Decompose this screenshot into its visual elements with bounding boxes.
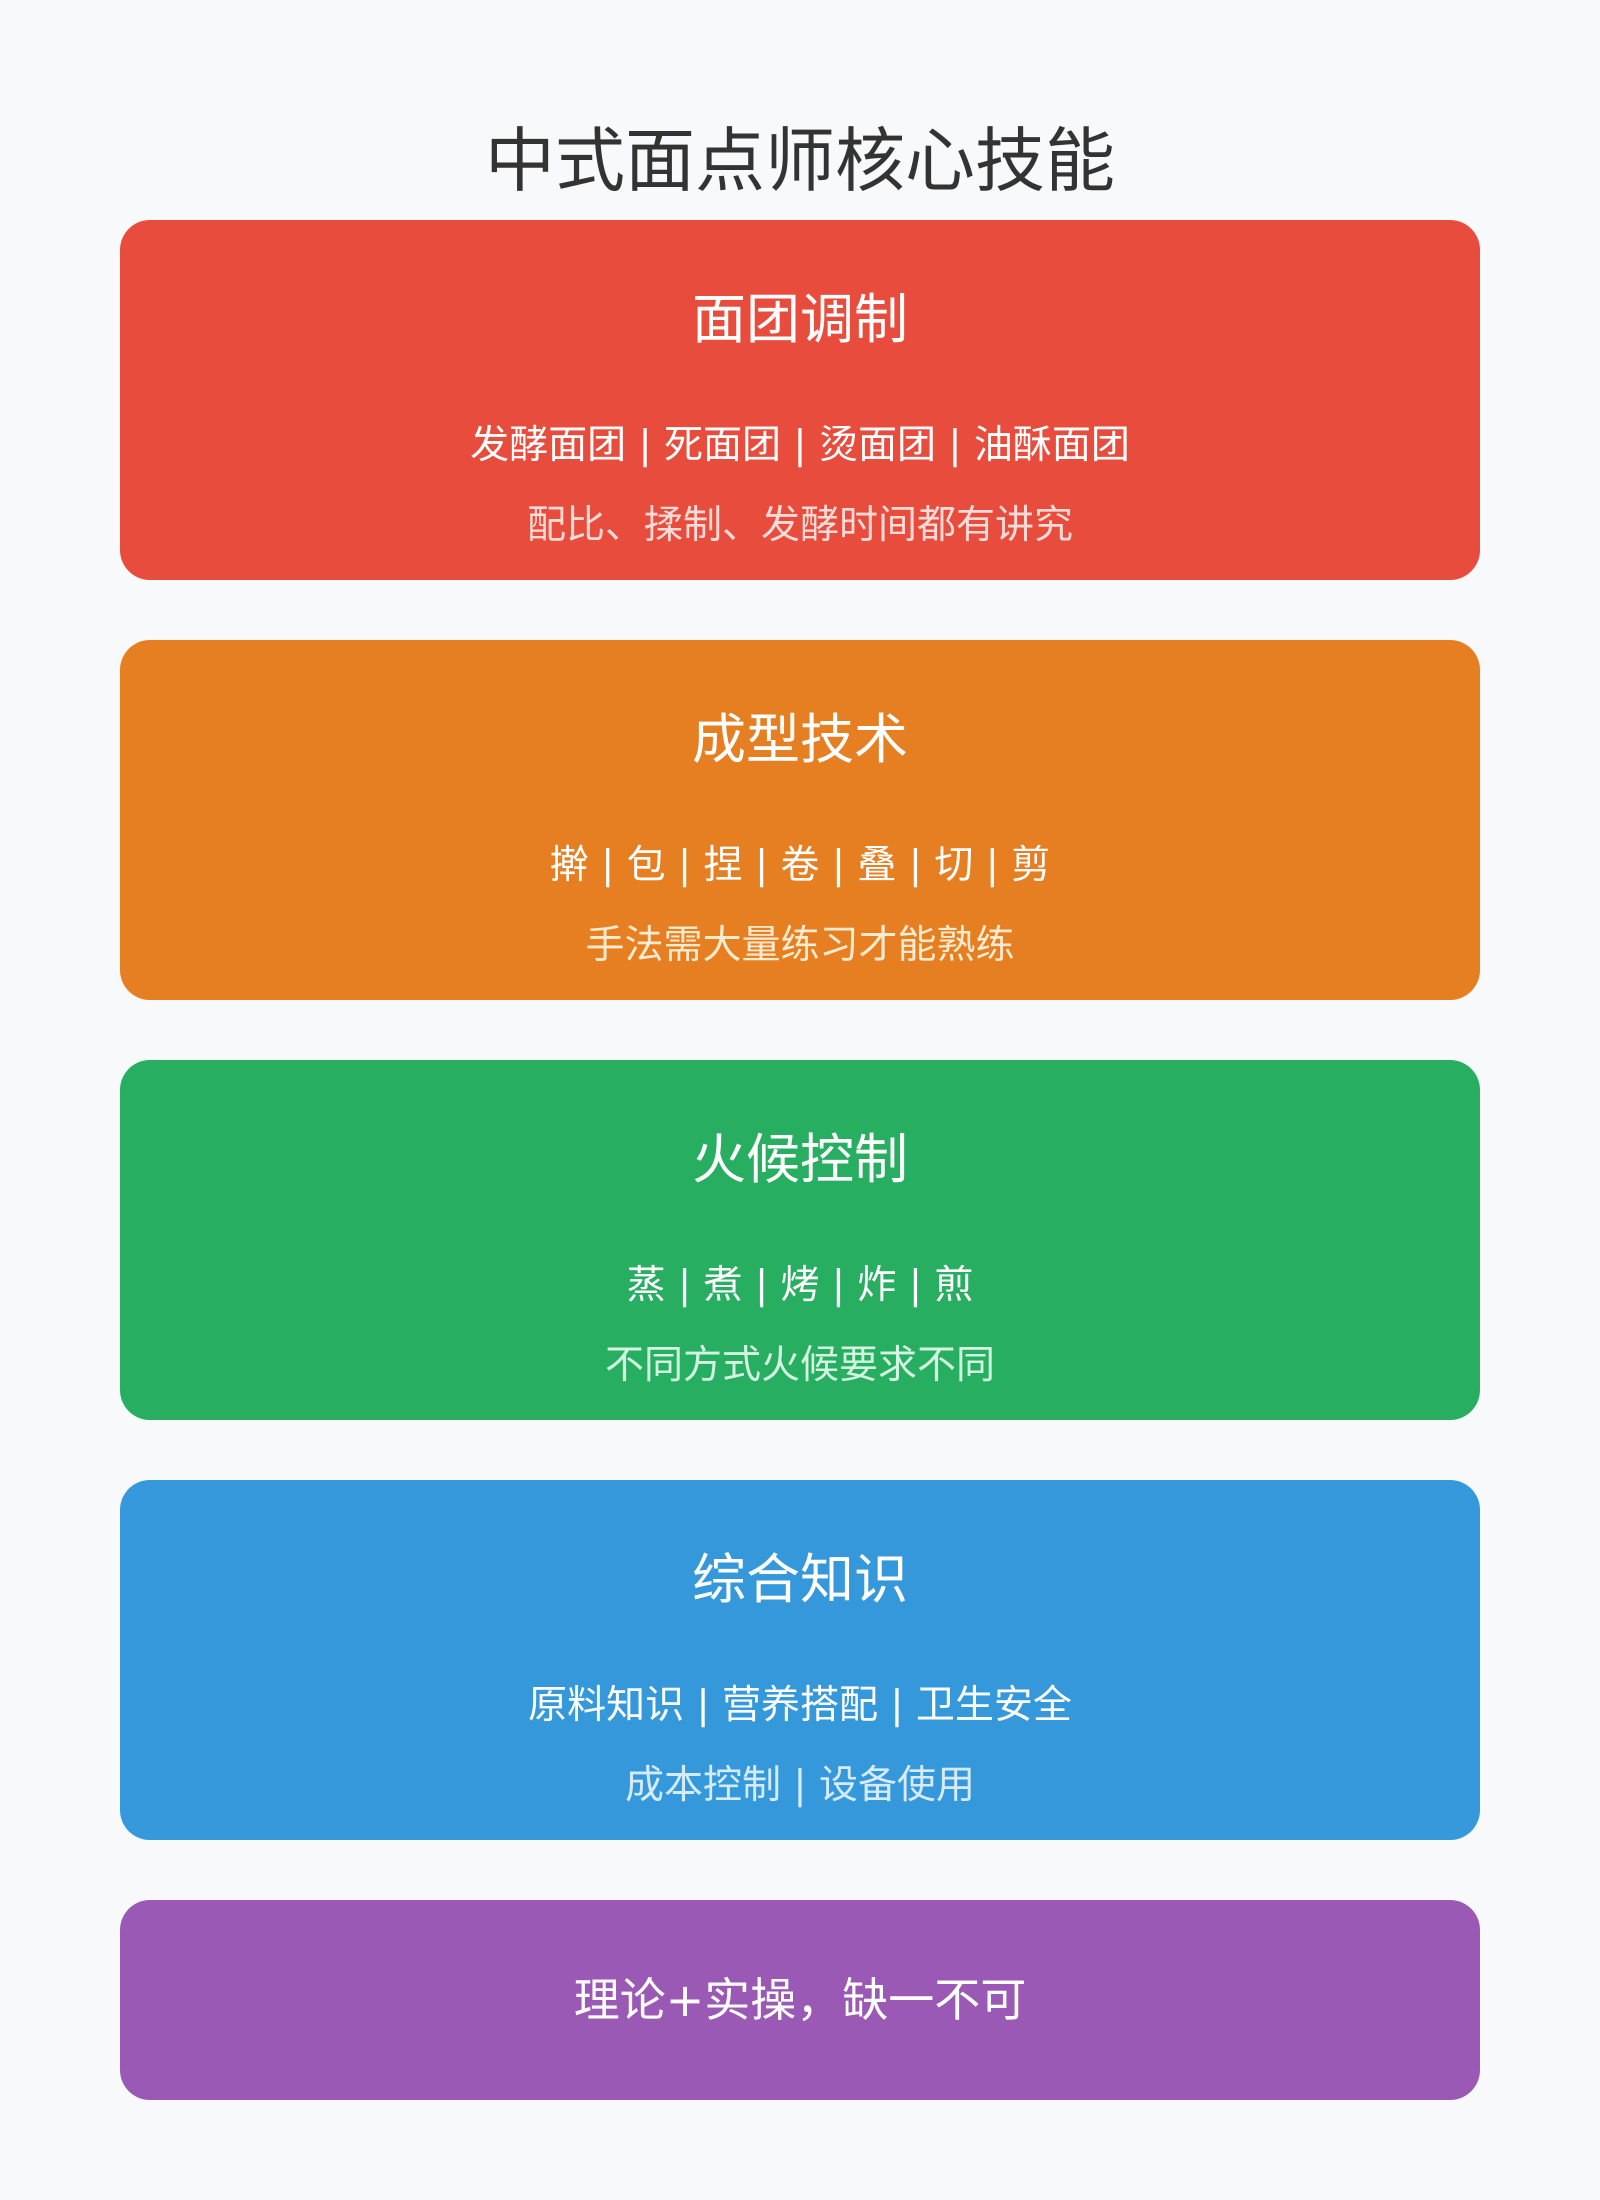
card-general-knowledge: 综合知识 原料知识 | 营养搭配 | 卫生安全 成本控制 | 设备使用 — [120, 1480, 1480, 1840]
card-items: 原料知识 | 营养搭配 | 卫生安全 — [528, 1683, 1072, 1728]
card-heading: 综合知识 — [692, 1548, 908, 1611]
card-shaping-techniques: 成型技术 擀 | 包 | 捏 | 卷 | 叠 | 切 | 剪 手法需大量练习才能… — [120, 640, 1480, 1000]
page-title: 中式面点师核心技能 — [485, 119, 1115, 202]
card-dough-preparation: 面团调制 发酵面团 | 死面团 | 烫面团 | 油酥面团 配比、揉制、发酵时间都… — [120, 220, 1480, 580]
card-note: 成本控制 | 设备使用 — [625, 1763, 975, 1808]
card-heading: 面团调制 — [692, 288, 908, 351]
card-items: 擀 | 包 | 捏 | 卷 | 叠 | 切 | 剪 — [549, 843, 1051, 888]
card-items: 发酵面团 | 死面团 | 烫面团 | 油酥面团 — [470, 423, 1130, 468]
summary-text: 理论+实操，缺一不可 — [573, 1973, 1027, 2027]
card-heat-control: 火候控制 蒸 | 煮 | 烤 | 炸 | 煎 不同方式火候要求不同 — [120, 1060, 1480, 1420]
card-note: 配比、揉制、发酵时间都有讲究 — [526, 503, 1073, 548]
card-heading: 成型技术 — [692, 708, 908, 771]
card-note: 手法需大量练习才能熟练 — [585, 923, 1015, 968]
card-note: 不同方式火候要求不同 — [604, 1343, 995, 1388]
card-items: 蒸 | 煮 | 烤 | 炸 | 煎 — [626, 1263, 974, 1308]
summary-banner: 理论+实操，缺一不可 — [120, 1900, 1480, 2100]
card-heading: 火候控制 — [692, 1128, 908, 1191]
